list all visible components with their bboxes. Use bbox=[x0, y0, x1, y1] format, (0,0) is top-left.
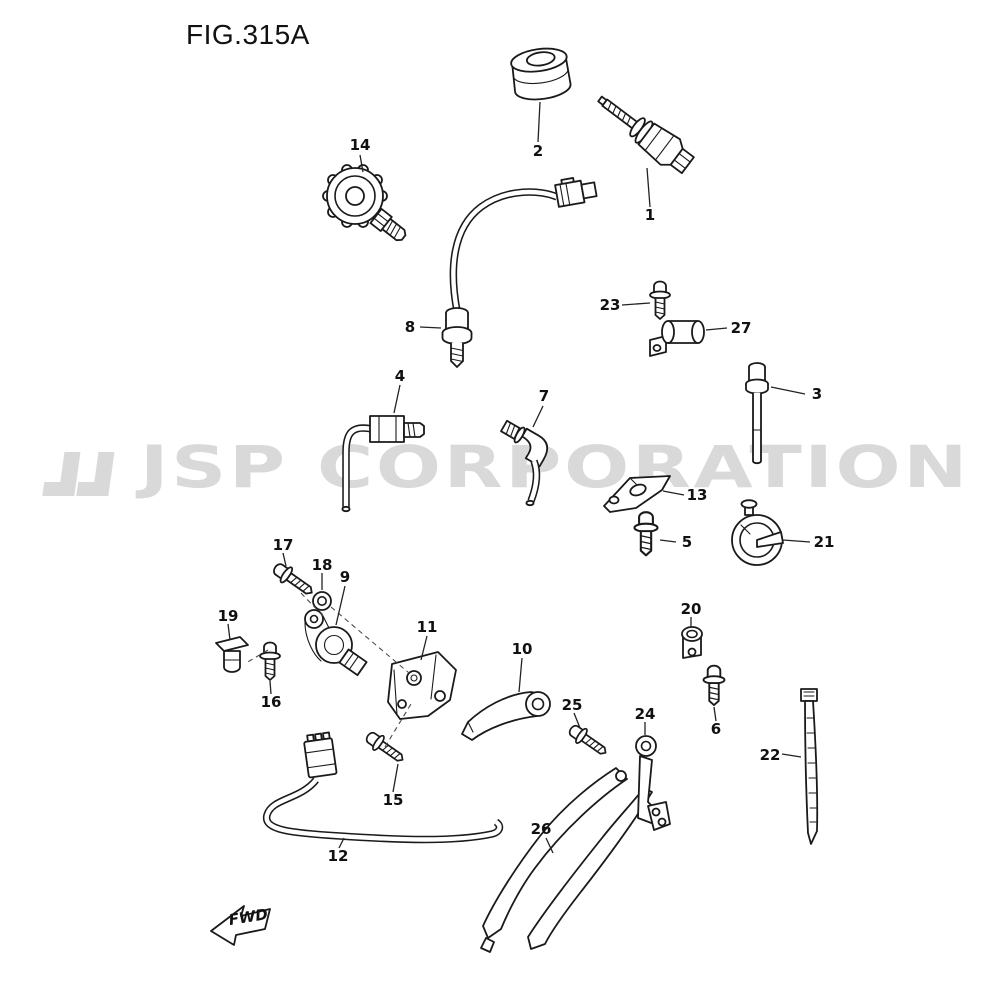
part-4-label: 4 bbox=[395, 367, 405, 385]
part-2-grommet-illustration bbox=[510, 47, 572, 101]
part-23-label: 23 bbox=[600, 296, 621, 314]
part-7-fitting-illustration bbox=[500, 419, 549, 507]
part-11-bracket-illustration bbox=[387, 651, 457, 720]
part-26-label: 26 bbox=[531, 820, 552, 838]
watermark-text: JSP CORPORATION bbox=[135, 433, 970, 501]
part-26-lever-illustration bbox=[480, 767, 653, 953]
part-8-callout: 8 bbox=[405, 318, 442, 336]
part-20-clamp-illustration bbox=[681, 626, 703, 659]
part-4-sensor-illustration bbox=[341, 415, 425, 513]
part-14-label: 14 bbox=[350, 136, 371, 154]
part-12-harness-illustration bbox=[262, 731, 504, 844]
part-5-bolt-illustration bbox=[633, 511, 659, 557]
part-17-callout: 17 bbox=[273, 536, 294, 567]
part-24-label: 24 bbox=[635, 705, 656, 723]
part-16-label: 16 bbox=[261, 693, 282, 711]
callouts: 1 2 3 4 5 6 7 8 9 10 11 12 13 14 15 16 1… bbox=[218, 101, 835, 865]
part-23-callout: 23 bbox=[600, 296, 651, 314]
part-2-callout: 2 bbox=[533, 101, 543, 160]
watermark-logo-icon bbox=[42, 452, 115, 496]
part-1-sensor-illustration bbox=[597, 95, 695, 175]
part-3-sensor-illustration bbox=[745, 362, 769, 465]
part-21-callout: 21 bbox=[782, 533, 835, 551]
part-4-callout: 4 bbox=[393, 367, 405, 414]
part-1-callout: 1 bbox=[645, 167, 655, 224]
part-21-label: 21 bbox=[814, 533, 835, 551]
part-13-callout: 13 bbox=[662, 486, 708, 504]
part-12-callout: 12 bbox=[328, 837, 349, 865]
part-13-bracket-plate-illustration bbox=[603, 475, 671, 513]
part-25-label: 25 bbox=[562, 696, 583, 714]
part-9-callout: 9 bbox=[335, 568, 350, 626]
part-18-callout: 18 bbox=[312, 556, 333, 590]
part-7-label: 7 bbox=[539, 387, 549, 405]
part-22-label: 22 bbox=[760, 746, 781, 764]
part-6-callout: 6 bbox=[711, 706, 721, 738]
part-27-label: 27 bbox=[731, 319, 752, 337]
part-22-cable-tie-illustration bbox=[800, 688, 819, 845]
figure-title: FIG.315A bbox=[186, 19, 310, 50]
part-6-label: 6 bbox=[711, 720, 721, 738]
part-27-clamp-illustration bbox=[649, 320, 705, 357]
part-9-label: 9 bbox=[340, 568, 350, 586]
part-14-callout: 14 bbox=[350, 136, 371, 173]
part-10-label: 10 bbox=[512, 640, 533, 658]
part-1-label: 1 bbox=[645, 206, 655, 224]
fwd-arrow-icon bbox=[210, 905, 271, 946]
part-18-label: 18 bbox=[312, 556, 333, 574]
part-18-washer-illustration bbox=[312, 591, 332, 611]
part-22-callout: 22 bbox=[760, 746, 802, 764]
part-13-label: 13 bbox=[687, 486, 708, 504]
part-6-bolt-illustration bbox=[702, 664, 726, 707]
part-20-callout: 20 bbox=[681, 600, 702, 628]
fwd-label: FWD bbox=[227, 905, 269, 929]
part-10-callout: 10 bbox=[512, 640, 533, 693]
part-11-label: 11 bbox=[417, 618, 438, 636]
part-3-callout: 3 bbox=[770, 385, 822, 403]
part-3-label: 3 bbox=[812, 385, 822, 403]
part-25-bolt-illustration bbox=[565, 720, 612, 761]
part-14-pressure-switch-illustration bbox=[322, 164, 407, 242]
part-24-callout: 24 bbox=[635, 705, 656, 735]
part-8-sensor-harness-illustration bbox=[441, 177, 598, 368]
part-5-label: 5 bbox=[682, 533, 692, 551]
part-19-callout: 19 bbox=[218, 607, 239, 641]
part-20-label: 20 bbox=[681, 600, 702, 618]
part-17-bolt-illustration bbox=[269, 558, 318, 601]
part-19-clip-illustration bbox=[215, 636, 249, 673]
watermark: JSP CORPORATION bbox=[42, 433, 970, 501]
part-7-callout: 7 bbox=[532, 387, 549, 428]
part-15-callout: 15 bbox=[383, 763, 404, 809]
part-2-label: 2 bbox=[533, 142, 543, 160]
part-15-bolt-illustration bbox=[362, 727, 409, 768]
fwd-marker: FWD bbox=[210, 905, 271, 946]
part-5-callout: 5 bbox=[659, 533, 692, 551]
part-12-label: 12 bbox=[328, 847, 349, 865]
part-19-label: 19 bbox=[218, 607, 239, 625]
part-21-clamp-illustration bbox=[731, 499, 784, 566]
part-23-bolt-illustration bbox=[649, 280, 671, 320]
part-9-sensor-illustration bbox=[304, 609, 368, 677]
part-26-callout: 26 bbox=[531, 820, 554, 854]
part-16-bolt-illustration bbox=[259, 641, 281, 681]
part-10-link-illustration bbox=[461, 691, 551, 741]
part-27-callout: 27 bbox=[705, 319, 752, 337]
part-8-label: 8 bbox=[405, 318, 415, 336]
part-16-callout: 16 bbox=[261, 680, 282, 711]
assembly-dashed-lines bbox=[245, 592, 412, 748]
part-17-label: 17 bbox=[273, 536, 294, 554]
part-25-callout: 25 bbox=[562, 696, 583, 729]
part-15-label: 15 bbox=[383, 791, 404, 809]
part-11-callout: 11 bbox=[417, 618, 438, 661]
part-24-bracket-illustration bbox=[635, 735, 671, 831]
